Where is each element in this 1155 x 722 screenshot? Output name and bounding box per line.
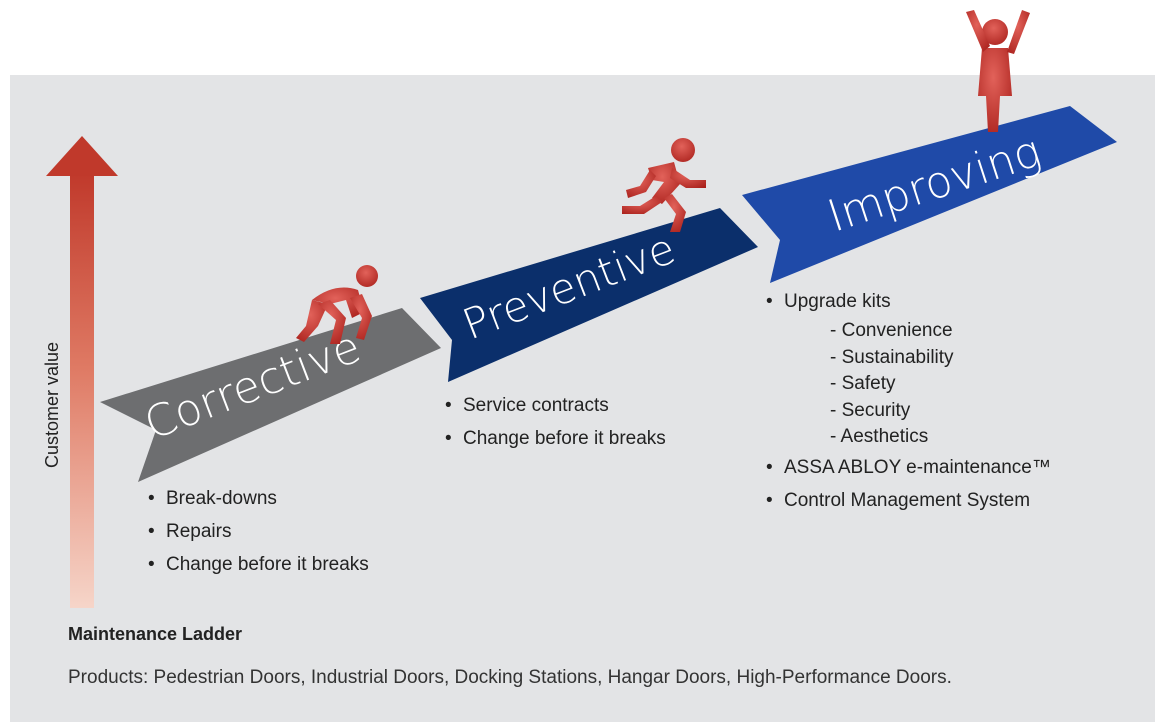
list-item: ASSA ABLOY e-maintenance™ [766,451,1051,484]
stage-arrow-improving [742,106,1117,283]
upgrade-kits-sublist: - Convenience - Sustainability - Safety … [784,318,1051,451]
sub-list-item: - Aesthetics [830,426,929,447]
crouching-person-icon [296,265,378,344]
list-item-upgrade-kits: Upgrade kits - Convenience - Sustainabil… [766,285,1051,451]
preventive-list: Service contracts Change before it break… [445,389,666,455]
caption-title: Maintenance Ladder [68,624,243,644]
list-item: Change before it breaks [148,548,369,581]
caption-text: Products: Pedestrian Doors, Industrial D… [68,667,952,688]
sub-list-item: - Convenience [830,320,953,341]
list-item: Control Management System [766,484,1051,517]
customer-value-arrow [46,136,118,608]
stage-arrow-preventive [420,208,758,382]
upgrade-kits-label: Upgrade kits [784,291,891,312]
sub-list-item: - Security [830,399,911,421]
cheering-person-icon [966,10,1030,132]
stage-arrow-corrective [100,308,441,482]
sub-list-item: - Safety [830,373,896,394]
improving-list: Upgrade kits - Convenience - Sustainabil… [766,285,1051,517]
sub-list-item: - Sustainability [830,346,954,368]
running-person-icon [622,138,706,232]
list-item: Change before it breaks [445,422,666,455]
list-item: Break-downs [148,482,369,515]
list-item: Service contracts [445,389,666,422]
corrective-list: Break-downs Repairs Change before it bre… [148,482,369,581]
customer-value-label: Customer value [42,341,62,468]
list-item: Repairs [148,515,369,548]
